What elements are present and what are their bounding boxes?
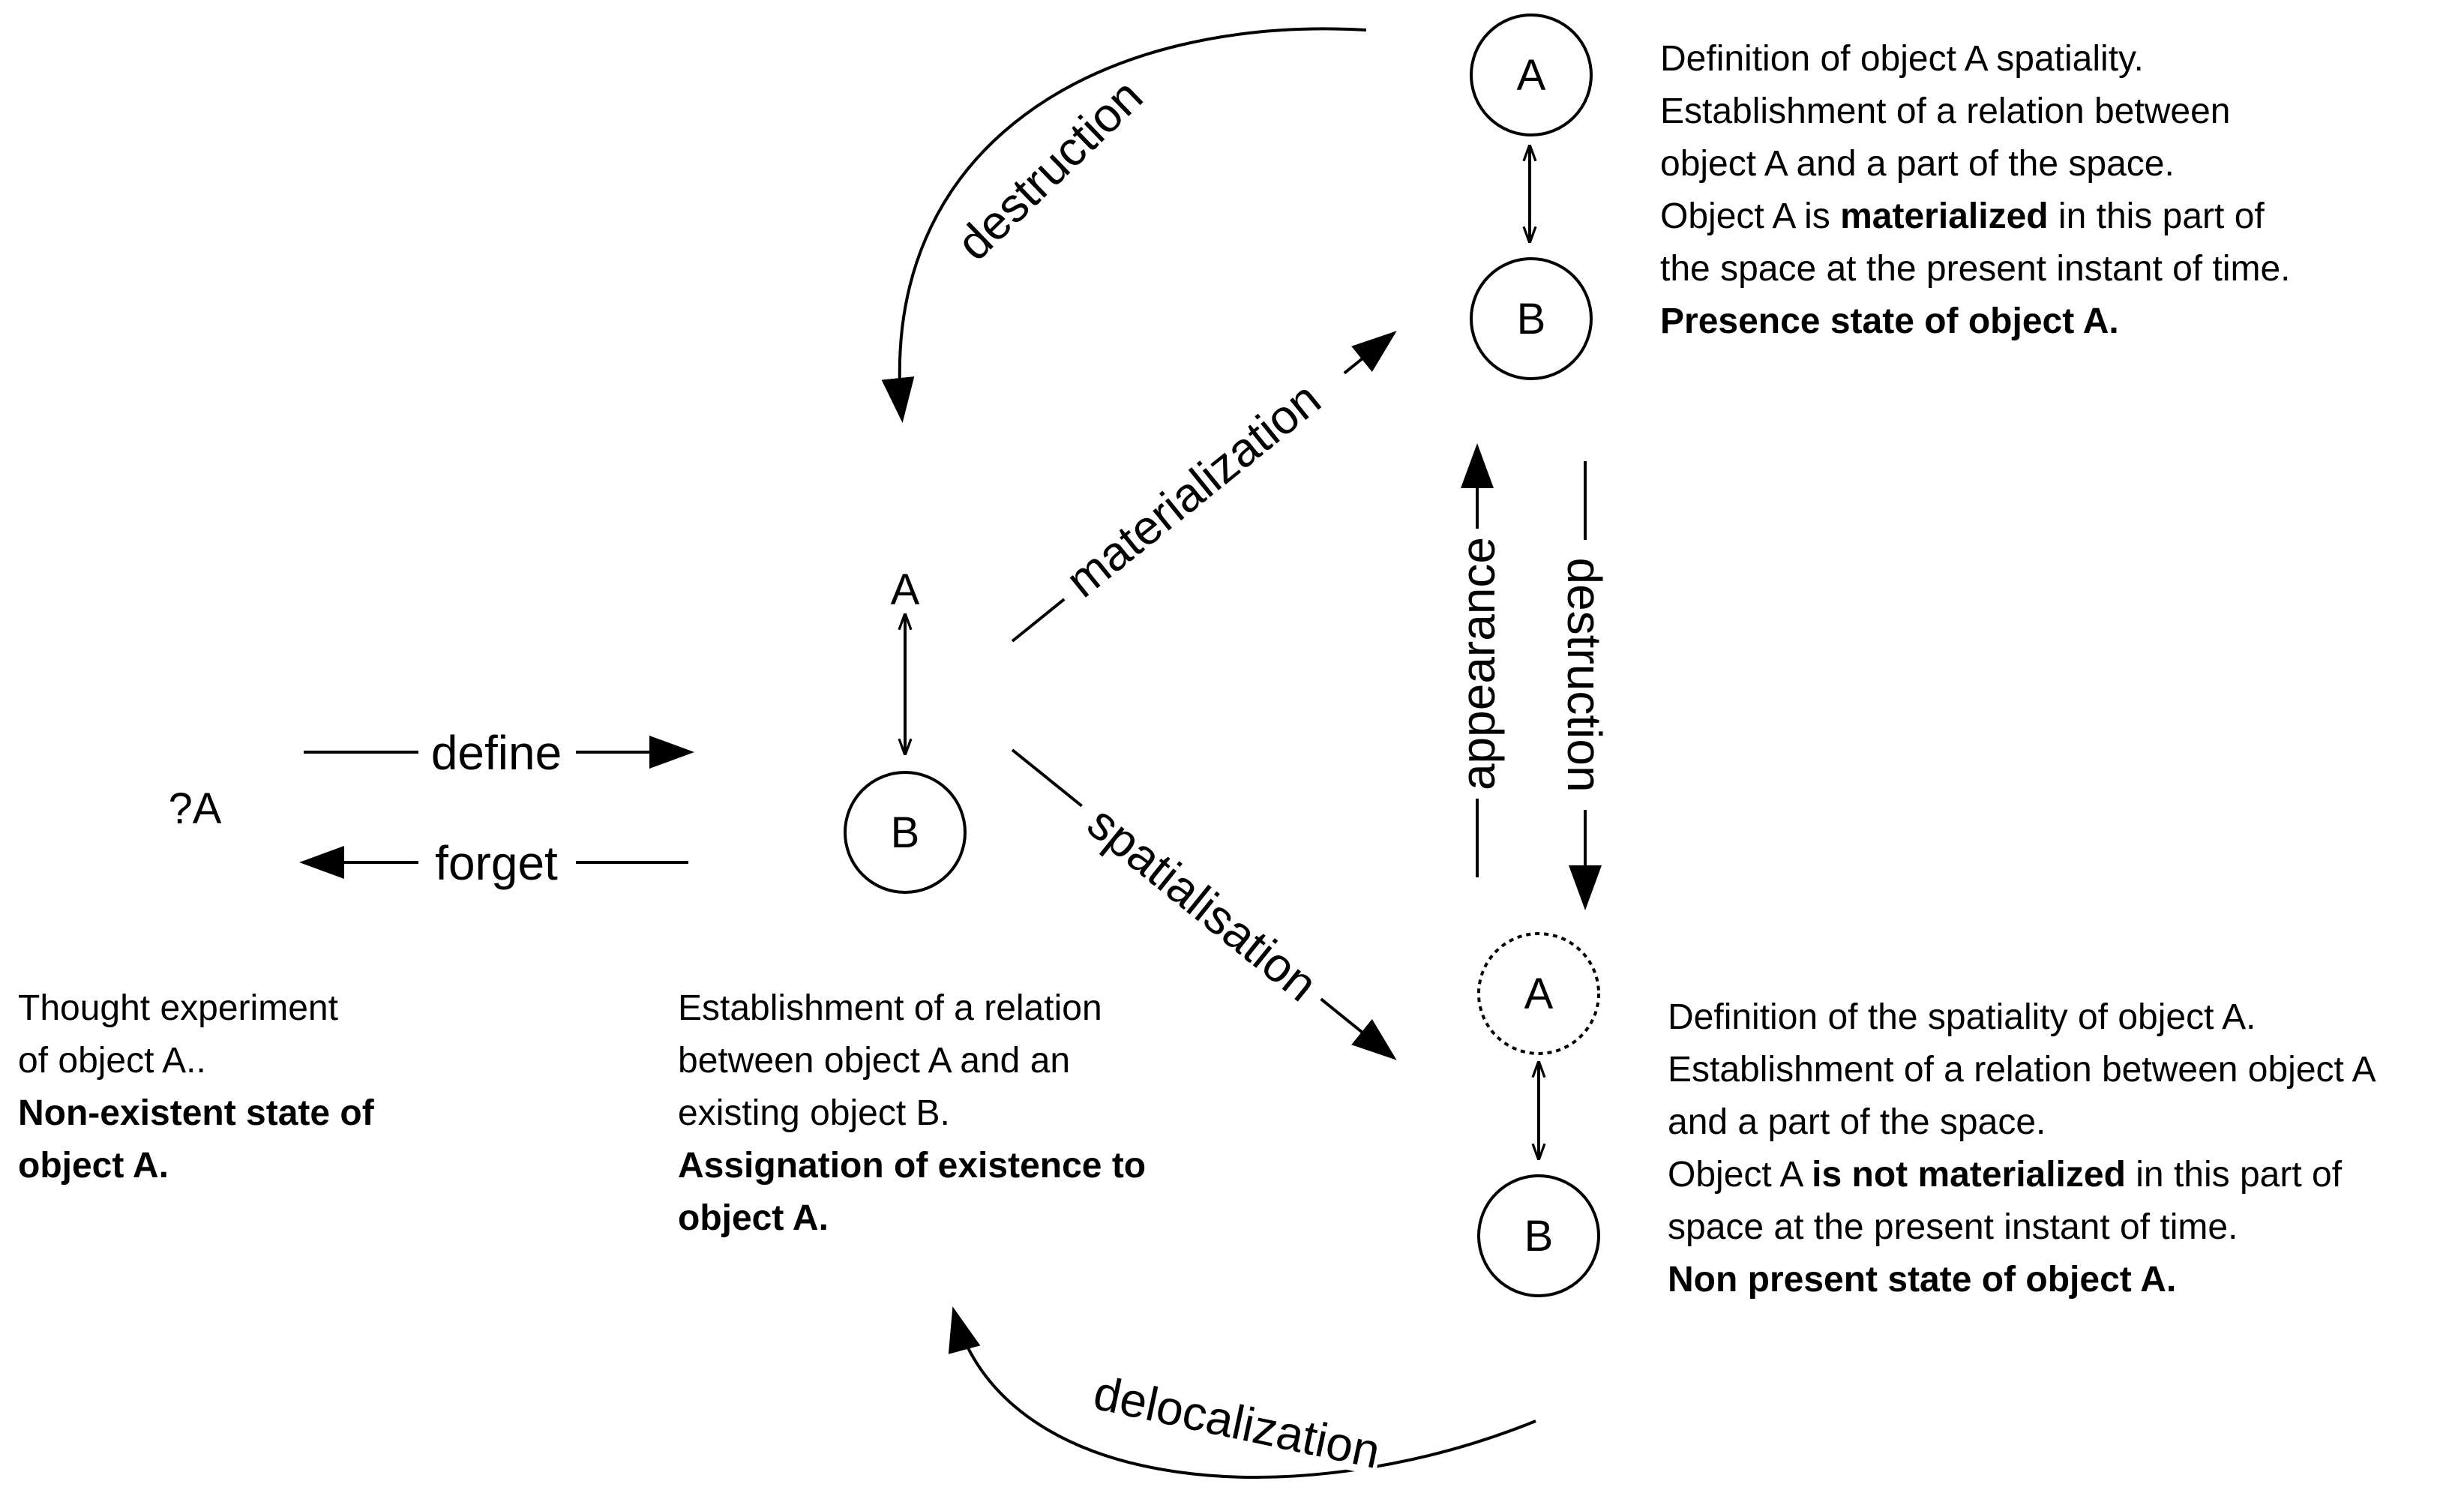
- desc-state-bold: Assignation of existence to: [678, 1146, 1147, 1186]
- desc-line: Establishment of a relation: [678, 988, 1102, 1028]
- delocalization-arrow: delocalization: [948, 1306, 1536, 1479]
- destruction-curve-arrow: destruction: [881, 27, 1367, 423]
- destruction-vertical-label: destruction: [1557, 557, 1611, 792]
- delocalization-label: delocalization: [1089, 1366, 1384, 1479]
- bottom-object-b-circle: [1477, 1174, 1600, 1297]
- desc-line: between object A and an: [678, 1041, 1071, 1081]
- desc-state-bold: Presence state of object A.: [1660, 301, 2119, 341]
- desc-text: in this part of: [2048, 196, 2265, 236]
- desc-line: the space at the present instant of time…: [1660, 249, 2291, 289]
- desc-state-bold: object A.: [18, 1146, 169, 1186]
- desc-line: space at the present instant of time.: [1668, 1207, 2238, 1247]
- desc-state-bold: object A.: [678, 1198, 829, 1238]
- define-label: define: [431, 726, 562, 780]
- desc-text: Object A: [1668, 1155, 1812, 1195]
- mid-object-a: A: [891, 565, 920, 614]
- bottom-object-a-circle: [1477, 932, 1600, 1055]
- desc-line: Establishment of a relation between: [1660, 91, 2231, 131]
- desc-line: Establishment of a relation between obje…: [1668, 1050, 2376, 1090]
- desc-line: Thought experiment: [18, 988, 338, 1028]
- appearance-arrow: appearance: [1446, 443, 1505, 877]
- top-object-a-circle: [1470, 13, 1593, 136]
- mid-object-b-circle: [844, 771, 967, 894]
- presence-state-description: Definition of object A spatiality. Estab…: [1660, 33, 2291, 348]
- desc-text: Object A is: [1660, 196, 1841, 236]
- desc-line: Definition of the spatiality of object A…: [1668, 997, 2256, 1037]
- top-object-b: B: [1517, 295, 1546, 343]
- desc-line: of object A..: [18, 1041, 206, 1081]
- desc-state-bold: Non present state of object A.: [1668, 1260, 2177, 1300]
- unknown-object-label: ?A: [169, 784, 222, 833]
- top-object-b-circle: [1470, 257, 1593, 380]
- nonpresence-state-description: Definition of the spatiality of object A…: [1668, 991, 2376, 1306]
- materialization-label: materialization: [1056, 371, 1330, 607]
- desc-emphasis: materialized: [1840, 196, 2049, 236]
- desc-state-bold: Non-existent state of: [18, 1093, 374, 1133]
- desc-line: and a part of the space.: [1668, 1102, 2046, 1142]
- desc-line: existing object B.: [678, 1093, 950, 1133]
- mid-object-b: B: [891, 808, 920, 857]
- bottom-object-a: A: [1524, 970, 1554, 1018]
- bottom-object-b: B: [1524, 1212, 1554, 1261]
- define-arrow: define: [304, 726, 694, 780]
- spatialisation-label: spatialisation: [1078, 796, 1327, 1012]
- forget-label: forget: [435, 836, 558, 890]
- existence-description: Establishment of a relation between obje…: [678, 982, 1146, 1245]
- desc-line: Object A is materialized in this part of: [1660, 190, 2291, 243]
- nonexistent-state-description: Thought experiment of object A.. Non-exi…: [18, 982, 374, 1192]
- top-object-a: A: [1517, 51, 1546, 100]
- destruction-vertical-arrow: destruction: [1557, 461, 1617, 910]
- forget-arrow: forget: [299, 836, 688, 890]
- desc-text: in this part of: [2125, 1155, 2343, 1195]
- desc-line: object A and a part of the space.: [1660, 144, 2175, 184]
- appearance-label: appearance: [1451, 537, 1505, 790]
- materialization-arrow: materialization: [1011, 331, 1397, 643]
- desc-emphasis: is not materialized: [1812, 1155, 2126, 1195]
- desc-line: Object A is not materialized in this par…: [1668, 1149, 2376, 1201]
- desc-line: Definition of object A spatiality.: [1660, 39, 2144, 79]
